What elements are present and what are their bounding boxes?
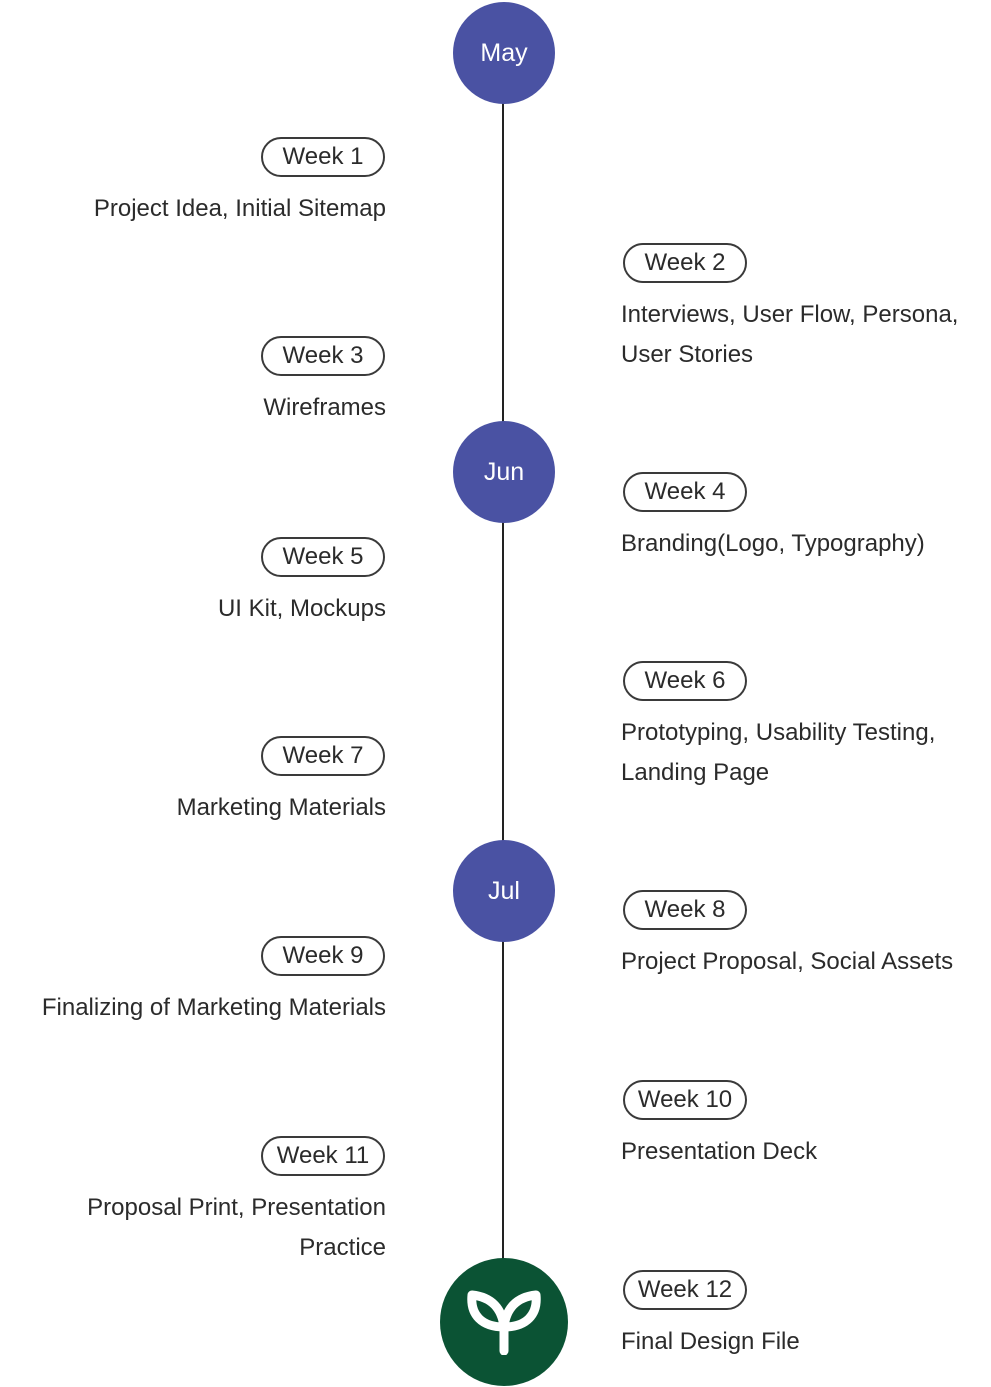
week-badge: Week 6	[623, 661, 747, 701]
timeline-line	[502, 100, 504, 1270]
week-description: Branding(Logo, Typography)	[621, 530, 925, 557]
week-badge: Week 9	[261, 936, 385, 976]
week-description: Presentation Deck	[621, 1138, 818, 1165]
week-badge: Week 7	[261, 736, 385, 776]
week-description: Project Proposal, Social Assets	[621, 948, 954, 975]
week-badge: Week 11	[261, 1136, 385, 1176]
week-badge: Week 2	[623, 243, 747, 283]
week-badge: Week 1	[261, 137, 385, 177]
sprout-icon	[467, 1290, 541, 1355]
week-description: Final Design File	[621, 1328, 800, 1355]
end-node	[440, 1258, 568, 1386]
week-badge: Week 3	[261, 336, 385, 376]
week-badge: Week 5	[261, 537, 385, 577]
week-badge: Week 12	[623, 1270, 747, 1310]
month-node-may: May	[453, 2, 555, 104]
week-description: Interviews, User Flow, Persona, User Sto…	[621, 301, 959, 368]
week-description: Wireframes	[263, 394, 386, 421]
week-description: Prototyping, Usability Testing, Landing …	[621, 719, 936, 786]
month-node-jul: Jul	[453, 840, 555, 942]
week-badge: Week 4	[623, 472, 747, 512]
week-description: Proposal Print, Presentation Practice	[87, 1194, 386, 1261]
week-description: UI Kit, Mockups	[217, 595, 386, 622]
month-node-jun: Jun	[453, 421, 555, 523]
week-badge: Week 10	[623, 1080, 747, 1120]
week-badge: Week 8	[623, 890, 747, 930]
month-label: Jun	[483, 457, 525, 486]
month-label: Jul	[488, 876, 520, 905]
week-description: Project Idea, Initial Sitemap	[93, 195, 386, 222]
month-label: May	[480, 38, 528, 67]
week-description: Marketing Materials	[176, 794, 386, 821]
week-description: Finalizing of Marketing Materials	[41, 994, 386, 1021]
